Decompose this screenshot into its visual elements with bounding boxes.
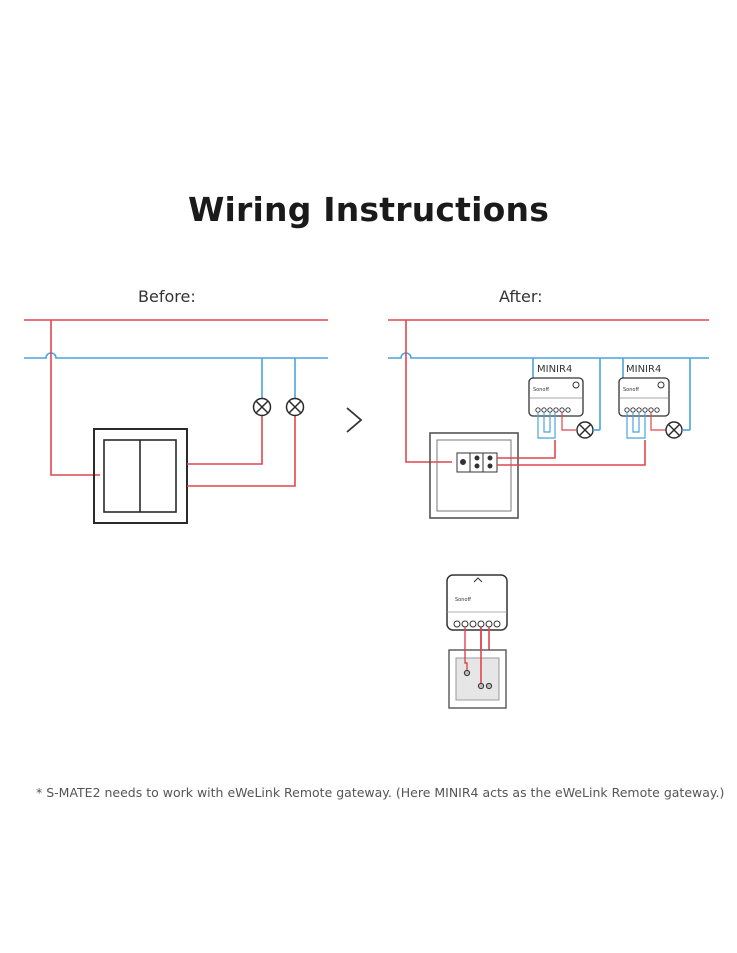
brand-logo: Sonoff: [455, 597, 471, 603]
before-switched-live-1: [187, 415, 263, 465]
brand-logo: Sonoff: [623, 387, 639, 393]
brand-logo: Sonoff: [533, 387, 549, 393]
page-title: Wiring Instructions: [187, 190, 550, 229]
minir4-device-large: [446, 574, 508, 631]
minir4-label-2: MINIR4: [626, 364, 661, 375]
smate2-detail: [446, 574, 508, 709]
after-label: After:: [499, 287, 543, 306]
before-diagram: [24, 319, 328, 524]
wall-switch-plate: [93, 428, 188, 524]
before-label: Before:: [138, 287, 196, 306]
lamp-icon: [576, 421, 594, 439]
minir4-device-1: [528, 377, 584, 417]
before-neutral-bus: [24, 352, 328, 359]
lamp-icon: [665, 421, 683, 439]
wall-box: [429, 432, 519, 519]
lamp-icon: [285, 397, 305, 417]
after-diagram: [388, 319, 709, 519]
before-switched-live-2: [187, 415, 296, 487]
chevron-right-icon: [346, 407, 363, 433]
after-neutral-bus: [388, 352, 709, 359]
lamp-icon: [252, 397, 272, 417]
minir4-label-1: MINIR4: [537, 364, 572, 375]
footnote: * S-MATE2 needs to work with eWeLink Rem…: [36, 785, 725, 800]
before-live-drop: [50, 320, 100, 476]
minir4-device-2: [618, 377, 670, 417]
wago-connector: [456, 452, 498, 473]
